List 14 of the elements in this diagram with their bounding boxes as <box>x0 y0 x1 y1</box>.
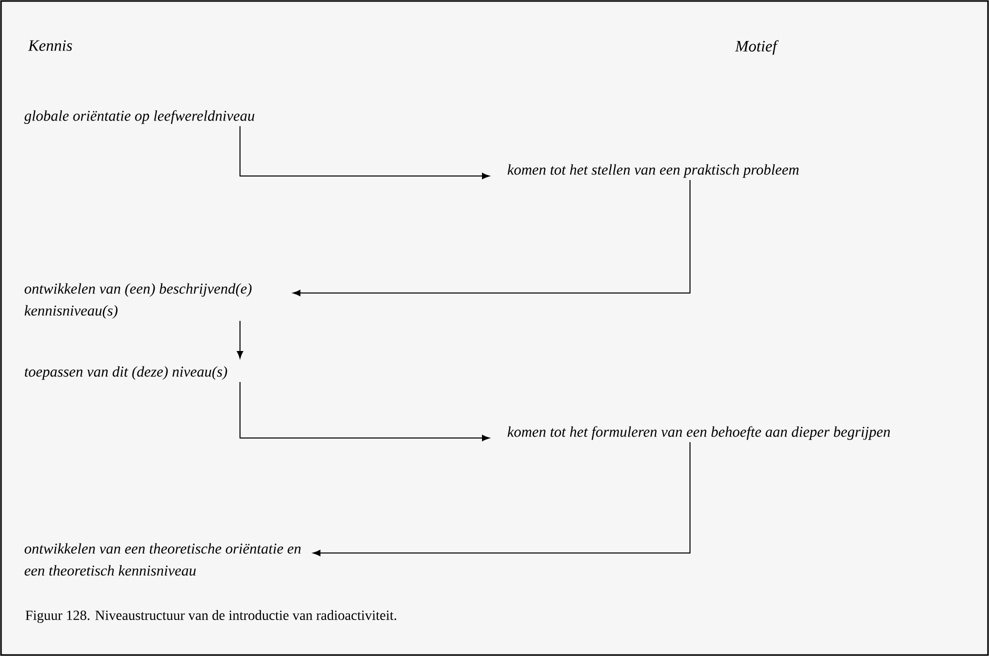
arrow <box>236 320 244 358</box>
column-heading: Kennis <box>28 40 72 51</box>
arrow <box>312 442 690 556</box>
caption: Figuur 128. Niveaustructuur van de introductie van radioactiviteit. <box>26 610 396 623</box>
text-item: globale oriëntatie op leefwereldniveau <box>24 110 254 124</box>
arrow <box>292 179 690 296</box>
text-item: ontwikkelen van een theoretische oriëntatie en een theoretisch kennisniveau <box>24 543 301 576</box>
arrow <box>240 126 490 180</box>
text-item: toepassen van dit (deze) niveau(s) <box>24 366 228 380</box>
text-item: komen tot het stellen van een praktisch probleem <box>508 164 799 178</box>
arrow <box>240 381 490 442</box>
column-heading: Motief <box>735 40 779 55</box>
text-item: komen tot het formuleren van een behoefte aan dieper begrijpen <box>508 426 890 440</box>
text-item: ontwikkelen van (een) beschrijvend(e) kennisniveau(s) <box>24 283 252 319</box>
